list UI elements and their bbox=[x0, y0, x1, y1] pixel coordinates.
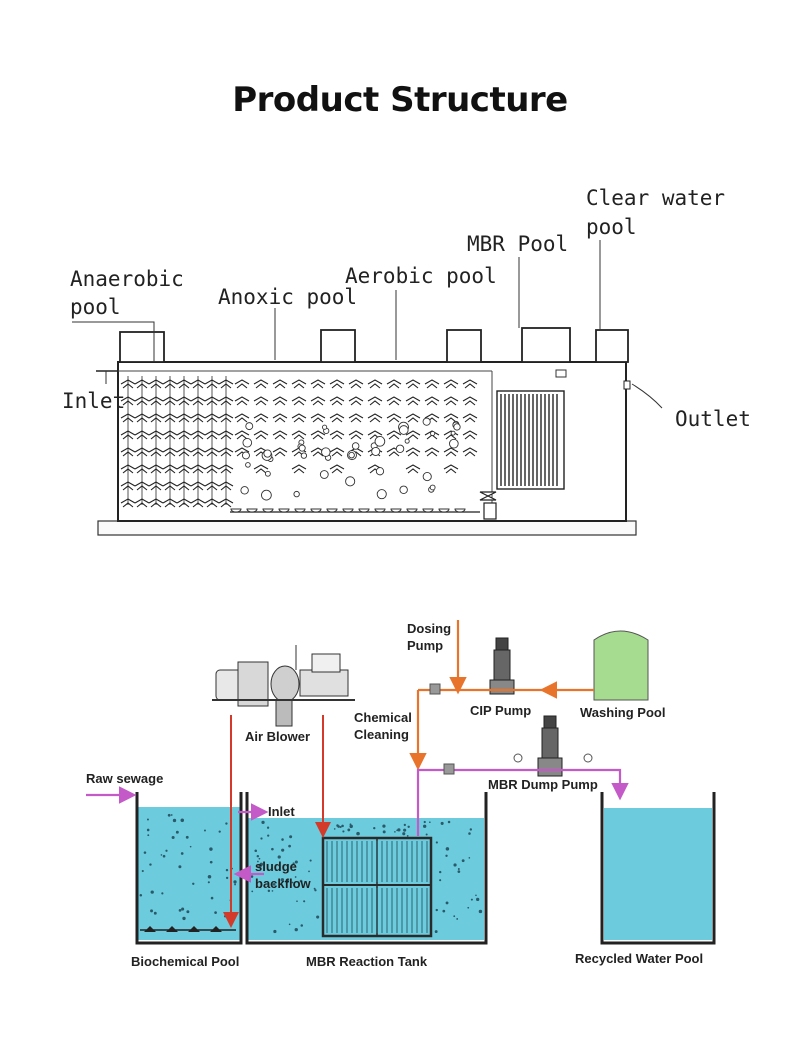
permeate-line bbox=[416, 768, 629, 836]
label-mbr-reaction-tank: MBR Reaction Tank bbox=[306, 954, 428, 969]
sludge-particles bbox=[139, 813, 483, 934]
recycled-pool-wall bbox=[600, 792, 716, 945]
mbr-dump-pump bbox=[537, 715, 563, 777]
label-chemical-cleaning: Chemical Cleaning bbox=[354, 710, 415, 742]
air-blower bbox=[212, 645, 355, 727]
foundation-slab bbox=[97, 520, 637, 536]
structure-pump bbox=[479, 491, 497, 520]
mbr-reaction-module bbox=[321, 836, 433, 938]
label-anaerobic-pool: Anaerobic pool bbox=[70, 267, 196, 319]
biochemical-diffusers bbox=[140, 926, 236, 932]
label-mbr-dump-pump: MBR Dump Pump bbox=[488, 777, 598, 792]
process-diagram: Dosing Pump CIP Pump Washing Pool Air Bl… bbox=[86, 620, 716, 969]
label-clear-water-pool: Clear water pool bbox=[586, 186, 738, 239]
label-inlet: Inlet bbox=[62, 389, 125, 413]
aeration-diffusers bbox=[230, 508, 466, 513]
label-outlet: Outlet bbox=[675, 407, 751, 431]
manhole-covers bbox=[119, 327, 629, 363]
biochemical-pool-water bbox=[137, 807, 241, 940]
page-title: Product Structure bbox=[232, 80, 568, 120]
aeration-bubbles bbox=[240, 417, 461, 501]
structure-drawing: Anaerobic pool Anoxic pool Aerobic pool … bbox=[62, 186, 751, 536]
label-inlet-process: Inlet bbox=[268, 804, 295, 819]
label-raw-sewage: Raw sewage bbox=[86, 771, 163, 786]
cip-pump bbox=[489, 637, 515, 695]
label-anoxic-pool: Anoxic pool bbox=[218, 285, 357, 309]
label-washing-pool: Washing Pool bbox=[580, 705, 665, 720]
label-air-blower: Air Blower bbox=[245, 729, 310, 744]
recycled-water bbox=[604, 808, 712, 940]
label-mbr-pool: MBR Pool bbox=[467, 232, 568, 256]
label-cip-pump: CIP Pump bbox=[470, 703, 531, 718]
label-sludge-backflow: sludge backflow bbox=[255, 859, 312, 891]
valves-gauges bbox=[429, 683, 593, 775]
label-recycled-water-pool: Recycled Water Pool bbox=[575, 951, 703, 966]
label-aerobic-pool: Aerobic pool bbox=[345, 264, 497, 288]
mbr-membrane-module bbox=[496, 369, 567, 490]
washing-pool-tank bbox=[593, 630, 649, 701]
label-biochemical-pool: Biochemical Pool bbox=[131, 954, 239, 969]
label-dosing-pump: Dosing Pump bbox=[407, 621, 455, 653]
